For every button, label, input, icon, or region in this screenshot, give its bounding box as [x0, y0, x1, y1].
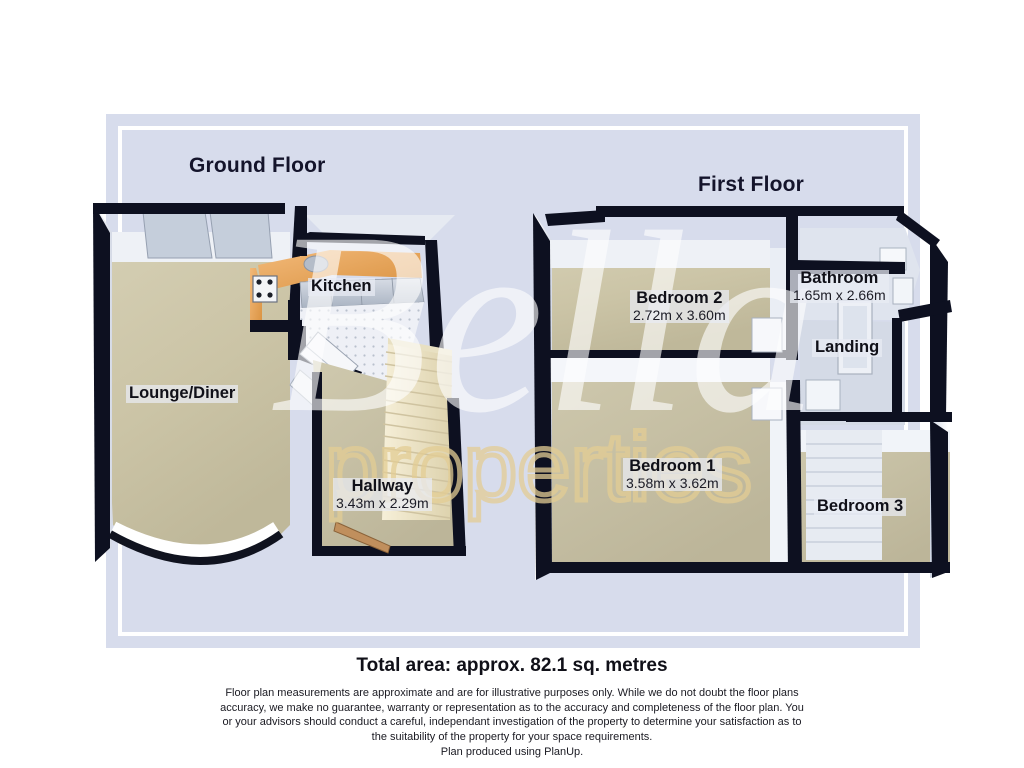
ground-top-wall-left	[93, 203, 263, 214]
room-name: Lounge/Diner	[129, 384, 236, 402]
total-area-text: Total area: approx. 82.1 sq. metres	[356, 655, 668, 676]
ground-floor-title: Ground Floor	[189, 154, 326, 177]
disclaimer-text: Floor plan measurements are approximate …	[178, 686, 846, 759]
first-left-outer-wall	[533, 213, 552, 580]
room-dimensions: 3.58m x 3.62m	[626, 474, 719, 491]
ground-left-outer-wall	[93, 203, 110, 562]
kitchen-wall-back	[300, 232, 425, 245]
bedroom1-back-wall-face	[548, 356, 770, 382]
kitchen-hob	[252, 275, 278, 303]
kitchen-worktop	[258, 250, 422, 292]
bedroom3-top-wall	[796, 412, 852, 421]
landing-stairs	[806, 430, 882, 560]
first-bottom-wall-left	[548, 562, 800, 573]
bedroom1-bedroom3-divider	[786, 380, 802, 572]
disclaimer-line-1: Floor plan measurements are approximate …	[225, 687, 799, 699]
room-label-lounge-diner: Lounge/Diner	[126, 384, 239, 403]
hallway-bottom-wall	[320, 546, 466, 556]
bathroom-landing-divider	[898, 300, 952, 322]
landing-bottom-wall	[846, 412, 952, 422]
bathroom-corner-angle-top	[896, 210, 940, 248]
lounge-bay-window-inner	[109, 521, 281, 559]
lounge-window-pane-1	[142, 211, 213, 259]
room-dimensions: 3.43m x 2.29m	[336, 494, 429, 511]
room-label-landing: Landing	[812, 338, 883, 357]
room-label-bedroom-3: Bedroom 3	[814, 497, 907, 516]
first-top-wall-angled	[545, 210, 605, 226]
bathroom-bath-inner	[843, 306, 867, 368]
room-label-bedroom-1: Bedroom 1 3.58m x 3.62m	[623, 457, 722, 491]
lounge-window-pane-2	[209, 211, 273, 259]
disclaimer-line-4: the suitability of the property for your…	[371, 730, 653, 743]
room-name: Bedroom 1	[629, 457, 716, 475]
disclaimer-line-5: Plan produced using PlanUp.	[440, 745, 584, 758]
room-label-bedroom-2: Bedroom 2 2.72m x 3.60m	[630, 289, 729, 323]
room-name: Bedroom 2	[636, 289, 723, 307]
disclaimer-line-2: accuracy, we make no guarantee, warranty…	[220, 701, 804, 714]
front-door	[333, 521, 391, 554]
landing-right-wall	[892, 318, 902, 420]
first-floor-plan	[533, 206, 952, 580]
room-label-hallway: Hallway 3.43m x 2.29m	[333, 477, 432, 511]
bedroom2-back-wall-face	[548, 240, 770, 268]
room-dimensions: 2.72m x 3.60m	[633, 306, 726, 323]
room-label-bathroom: Bathroom 1.65m x 2.66m	[790, 269, 889, 303]
bedroom1-door	[751, 387, 783, 421]
lounge-bay-window-wall	[108, 530, 284, 565]
first-top-wall	[596, 206, 796, 217]
kitchen-wall-bottom-left	[250, 320, 302, 332]
kitchen-sink	[303, 255, 329, 273]
disclaimer-line-3: or your advisors should conduct a carefu…	[222, 716, 802, 729]
bedroom2-door	[751, 317, 783, 353]
ground-top-wall-mid	[255, 203, 285, 214]
room-name: Kitchen	[311, 277, 372, 295]
bathroom-top-wall	[792, 206, 904, 216]
room-label-kitchen: Kitchen	[308, 277, 375, 296]
hallway-right-wall	[447, 398, 466, 556]
room-name: Hallway	[351, 477, 414, 495]
room-dimensions: 1.65m x 2.66m	[793, 286, 886, 303]
first-floor-title: First Floor	[698, 173, 805, 196]
landing-door	[805, 379, 841, 411]
room-name: Bedroom 3	[817, 497, 904, 515]
bedroom2-bedroom1-divider	[545, 350, 797, 358]
room-name: Landing	[815, 338, 880, 356]
first-right-outer-wall-upper	[930, 236, 948, 420]
first-right-outer-wall-lower	[930, 420, 948, 578]
bathroom-wc	[892, 277, 914, 305]
hallway-left-wall	[312, 372, 322, 556]
room-name: Bathroom	[800, 269, 879, 287]
kitchen-wall-left-upper	[298, 206, 307, 256]
first-bottom-wall-right	[800, 562, 950, 573]
